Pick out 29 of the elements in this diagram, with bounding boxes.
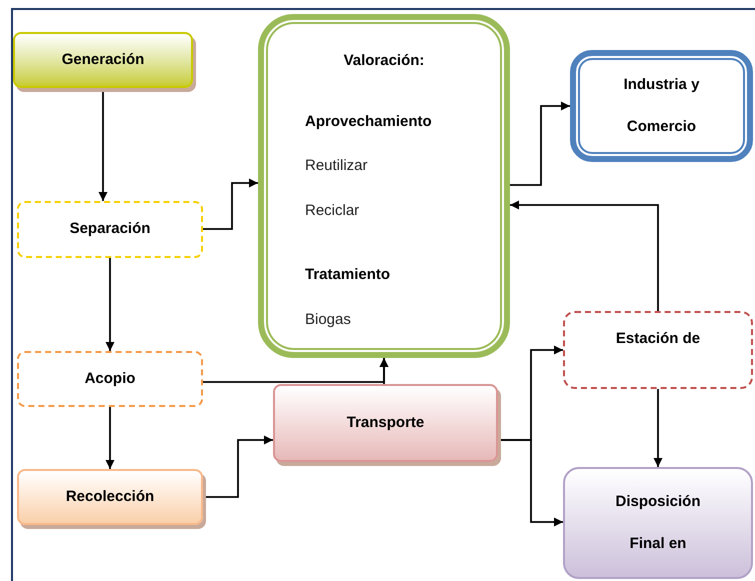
arrow	[203, 178, 258, 230]
arrow	[510, 200, 659, 311]
process-box	[17, 351, 203, 407]
node-text: Transporte	[346, 412, 424, 433]
node-text: Industria y Comercio	[622, 75, 700, 137]
process-box	[17, 201, 203, 258]
node-text: Acopio	[84, 368, 136, 389]
node-text: Tratamiento	[305, 265, 390, 285]
arrow	[203, 436, 273, 498]
process-box	[563, 311, 753, 389]
process-box	[570, 50, 753, 162]
process-box	[258, 14, 510, 358]
node-text: Separación	[70, 219, 150, 240]
node-text: Reciclar	[305, 200, 360, 220]
arrow	[498, 439, 563, 526]
arrow	[380, 358, 388, 384]
arrow	[106, 407, 114, 469]
node-text: Reutilizar	[305, 156, 368, 176]
node-text: Generación	[62, 50, 144, 70]
node-text: Recolección	[66, 486, 154, 507]
arrow	[654, 389, 662, 467]
arrow	[510, 102, 570, 186]
node-title: Valoración:	[344, 51, 424, 71]
node-text: Disposición Final en	[614, 492, 702, 554]
node-text: Biogas	[305, 310, 351, 330]
node-text: Estación de	[616, 329, 700, 349]
node-text: Aprovechamiento	[305, 112, 432, 132]
arrow	[106, 258, 114, 351]
process-box	[563, 467, 753, 579]
